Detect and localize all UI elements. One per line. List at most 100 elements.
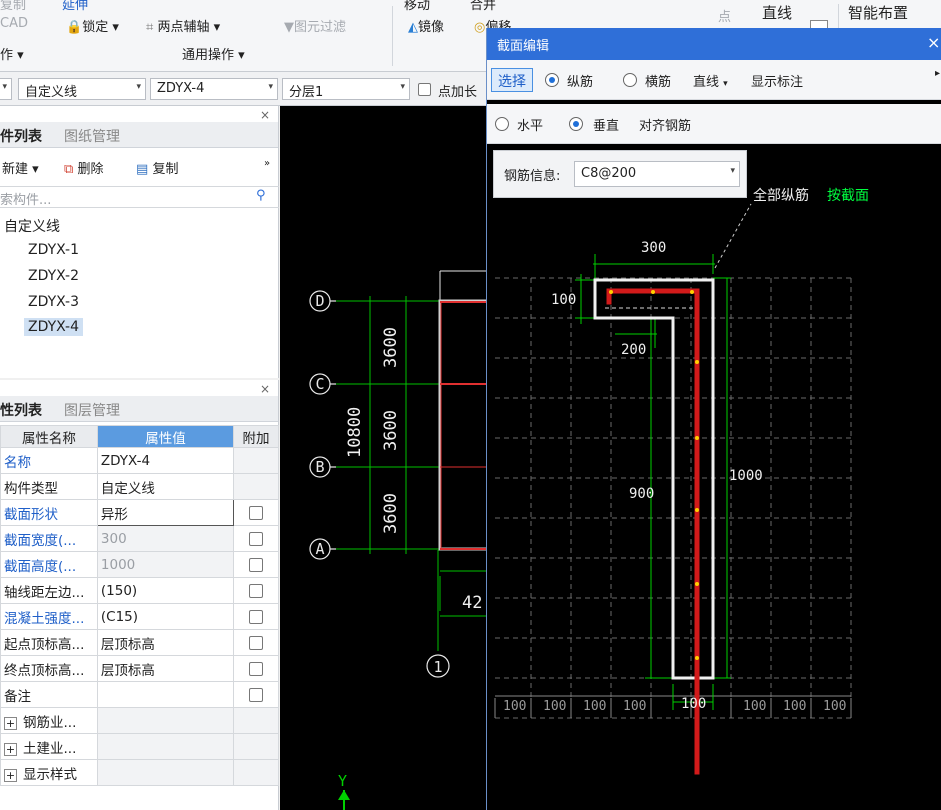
table-row-group[interactable]: +显示样式 <box>0 759 279 786</box>
smart-layout-button[interactable]: 智能布置 <box>848 4 909 22</box>
cad-canvas[interactable]: D C B A 1 3600 3600 3600 10800 42 Y <box>280 106 486 810</box>
close-icon[interactable]: × <box>259 382 270 396</box>
extra-checkbox[interactable] <box>249 687 264 702</box>
select-button[interactable]: 选择 <box>491 68 533 92</box>
property-tabs: 性列表 图层管理 <box>0 396 278 422</box>
table-row[interactable]: 截面形状异形 <box>0 499 279 526</box>
mirror-button[interactable]: ◭镜像 <box>408 20 445 35</box>
expand-icon[interactable]: + <box>4 742 17 756</box>
extra-checkbox[interactable] <box>249 505 264 520</box>
section-shape-editor[interactable]: 异形 <box>96 499 235 526</box>
tree-item[interactable]: ZDYX-2 <box>28 268 80 284</box>
tree-item[interactable]: ZDYX-1 <box>28 242 80 258</box>
ribbon-operate-group: 作 ▾ <box>0 48 24 63</box>
table-row-group[interactable]: +土建业... <box>0 733 279 760</box>
extra-checkbox[interactable] <box>249 531 264 546</box>
line-button[interactable]: 直线 <box>762 4 793 22</box>
dim-3600-top: 3600 <box>381 327 401 368</box>
chevron-down-icon: ▾ <box>268 82 273 92</box>
svg-text:100: 100 <box>583 699 606 714</box>
table-row[interactable]: 起点顶标高...层顶标高 <box>0 629 279 656</box>
filter-icon: ▼ <box>284 20 294 35</box>
expand-icon[interactable]: + <box>4 768 17 782</box>
svg-text:100: 100 <box>823 699 846 714</box>
close-icon[interactable]: × <box>259 108 270 122</box>
component-dropdown[interactable]: ZDYX-4▾ <box>150 78 278 100</box>
layer-dropdown[interactable]: 分层1▾ <box>282 78 410 100</box>
delete-button[interactable]: ⧉ 删除 <box>64 162 104 177</box>
ribbon-extend-clipped[interactable]: 延伸 <box>62 0 89 13</box>
copy-icon: ▤ <box>136 162 149 177</box>
dialog-toolbar-1: 选择 纵筋 横筋 直线 ▾ 显示标注 ▸ <box>487 60 941 100</box>
extra-checkbox[interactable] <box>249 635 264 650</box>
transverse-radio[interactable] <box>623 73 637 87</box>
tab-drawing-manage[interactable]: 图纸管理 <box>64 129 120 145</box>
copy-button[interactable]: ▤ 复制 <box>136 162 179 177</box>
tree-item-selected[interactable]: ZDYX-4 <box>24 318 84 336</box>
line-mode-dropdown[interactable]: 直线 ▾ <box>693 75 728 90</box>
lock-button[interactable]: 🔒锁定 ▾ <box>66 20 119 35</box>
search-input[interactable]: 索构件... ⚲ <box>0 186 279 208</box>
table-row[interactable]: 构件类型自定义线 <box>0 473 279 500</box>
lock-icon: 🔒 <box>66 20 83 35</box>
expand-icon[interactable]: + <box>4 716 17 730</box>
horizontal-radio[interactable] <box>495 117 509 131</box>
extra-checkbox[interactable] <box>249 661 264 676</box>
axis-label-a: A <box>315 540 324 558</box>
horizontal-label: 水平 <box>517 119 544 134</box>
tree-root[interactable]: 自定义线 <box>4 219 60 235</box>
vertical-label: 垂直 <box>593 119 620 134</box>
tab-layer-manage[interactable]: 图层管理 <box>64 403 120 419</box>
dim-left: 900 <box>629 486 654 502</box>
table-row[interactable]: 轴线距左边...(150) <box>0 577 279 604</box>
tree-item[interactable]: ZDYX-3 <box>28 294 80 310</box>
table-row[interactable]: 终点顶标高...层顶标高 <box>0 655 279 682</box>
table-row[interactable]: 混凝土强度...(C15) <box>0 603 279 630</box>
more-icon[interactable]: » <box>264 158 271 169</box>
ribbon-move-clipped[interactable]: 移动 <box>404 0 431 13</box>
extra-checkbox[interactable] <box>249 557 264 572</box>
more-icon[interactable]: ▸ <box>935 68 941 79</box>
component-tabs: 件列表 图纸管理 <box>0 122 278 148</box>
extra-checkbox[interactable] <box>249 609 264 624</box>
element-filter-button[interactable]: ▼图元过滤 <box>284 20 347 35</box>
tab-component-list[interactable]: 件列表 <box>0 129 42 145</box>
extra-checkbox[interactable] <box>249 583 264 598</box>
rebar-info-label: 钢筋信息: <box>504 169 561 184</box>
tab-property-list[interactable]: 性列表 <box>0 403 42 419</box>
custom-line-dropdown[interactable]: 自定义线▾ <box>18 78 146 100</box>
mirror-icon: ◭ <box>408 20 418 35</box>
longitudinal-radio[interactable] <box>545 73 559 87</box>
point-extend-checkbox[interactable] <box>418 83 431 96</box>
table-row-group[interactable]: +钢筋业... <box>0 707 279 734</box>
table-row[interactable]: 截面宽度(...300 <box>0 525 279 552</box>
dialog-titlebar[interactable]: 截面编辑 × <box>487 28 941 60</box>
show-annotation-button[interactable]: 显示标注 <box>751 75 804 90</box>
dim-left-top: 100 <box>551 292 576 308</box>
longitudinal-label: 纵筋 <box>567 75 594 90</box>
dim-right: 1000 <box>729 468 763 484</box>
table-row[interactable]: 备注 <box>0 681 279 708</box>
new-button[interactable]: 新建 ▾ <box>2 162 39 177</box>
offset-icon: ◎ <box>474 20 486 35</box>
vertical-radio[interactable] <box>569 117 583 131</box>
dim-bottom: 100 <box>681 696 706 712</box>
table-row[interactable]: 截面高度(...1000 <box>0 551 279 578</box>
align-rebar-button[interactable]: 对齐钢筋 <box>639 119 692 134</box>
section-canvas[interactable]: 100 100 100 100 100 100 100 <box>487 144 941 810</box>
dim-3600-bottom: 3600 <box>381 493 401 534</box>
rebar-info-input[interactable]: C8@200 ▾ <box>574 161 740 187</box>
axis-icon: ⌗ <box>146 20 154 35</box>
chevron-down-icon: ▾ <box>136 82 141 92</box>
ribbon-merge-clipped[interactable]: 合并 <box>470 0 497 13</box>
close-icon[interactable]: × <box>927 33 941 52</box>
by-section-link[interactable]: 按截面 <box>827 187 869 203</box>
point-button[interactable]: 点 <box>718 10 732 25</box>
two-point-axis-button[interactable]: ⌗ 两点辅轴 ▾ <box>146 20 221 35</box>
search-icon[interactable]: ⚲ <box>256 188 266 203</box>
dialog-title: 截面编辑 <box>497 39 550 54</box>
transverse-label: 横筋 <box>645 75 672 90</box>
type-dropdown-clipped[interactable]: ▾ <box>0 78 12 100</box>
